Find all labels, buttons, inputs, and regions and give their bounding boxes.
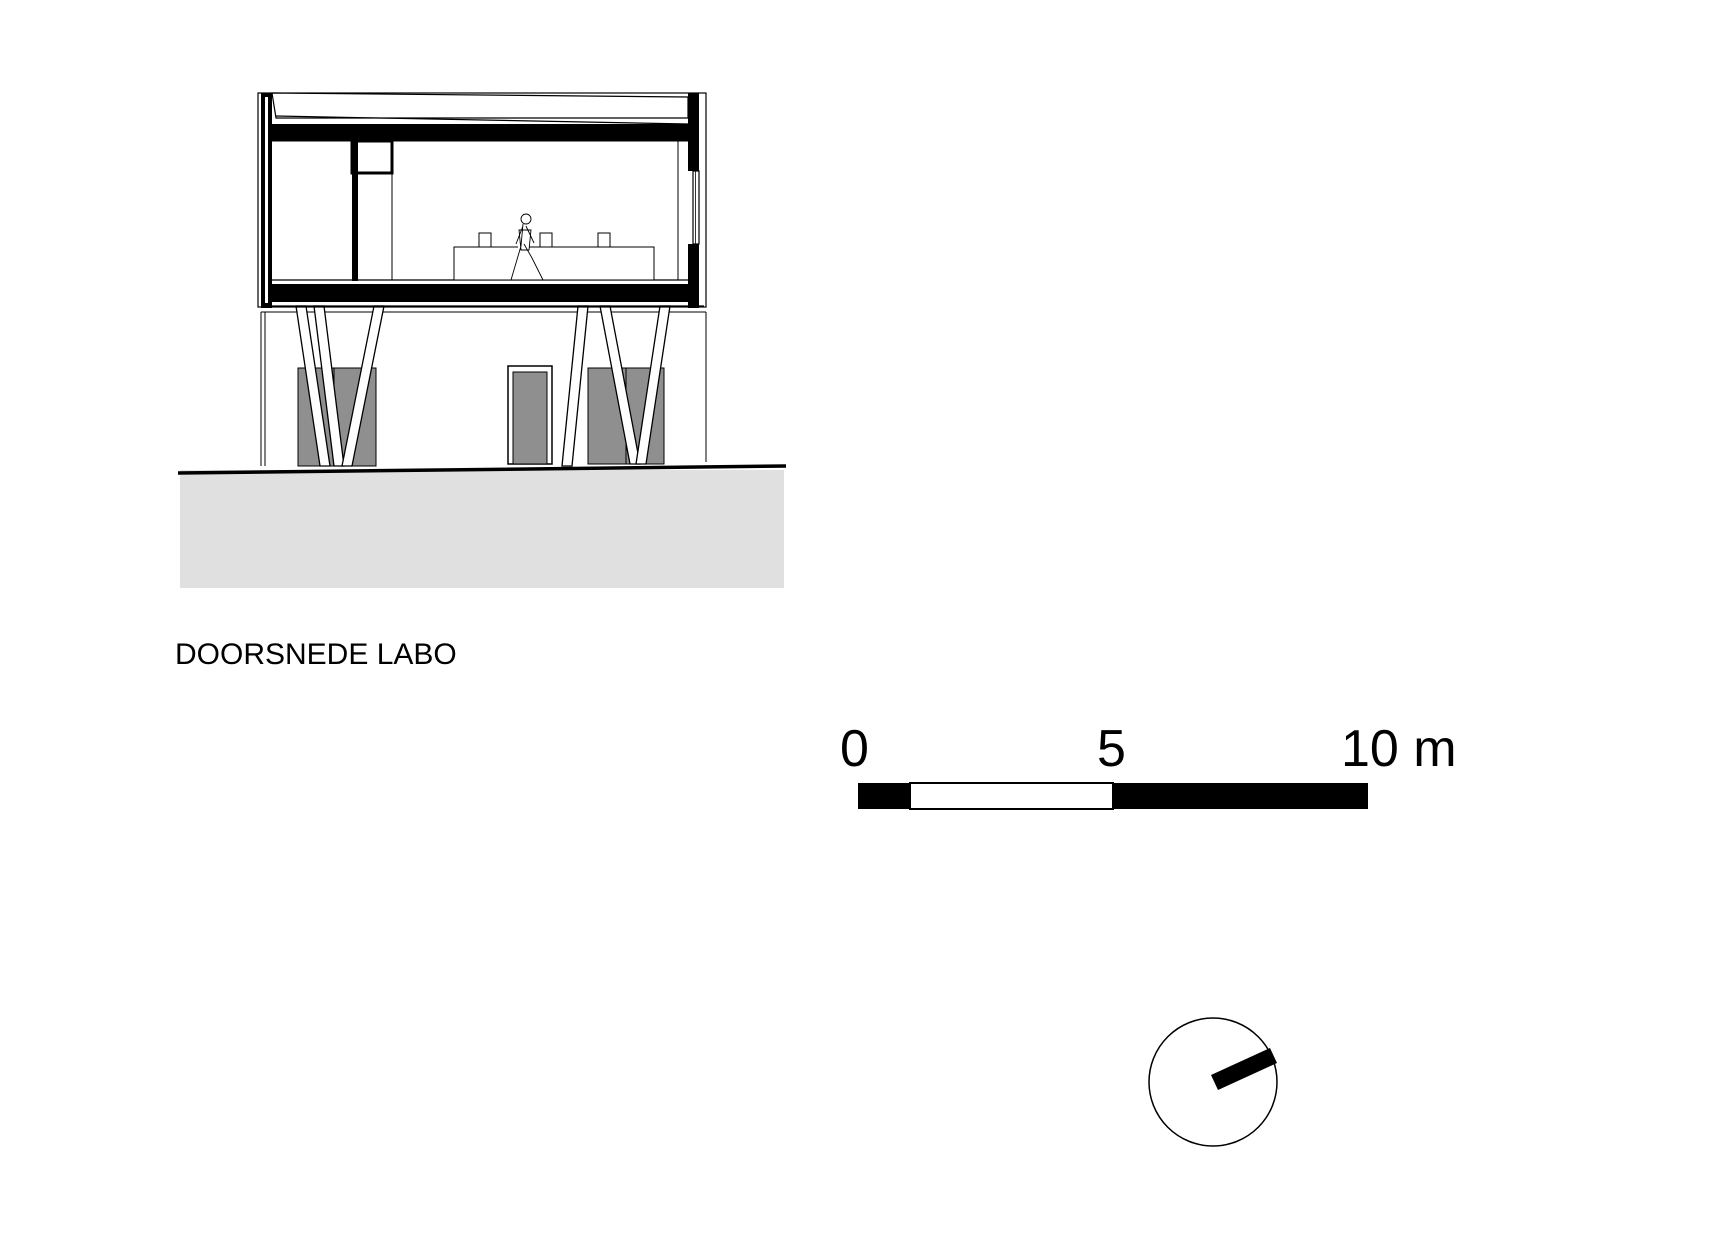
roof-parapet bbox=[271, 92, 689, 119]
roof-slope bbox=[275, 115, 689, 125]
floor-slab bbox=[272, 284, 688, 302]
scale-segment-black bbox=[858, 783, 910, 809]
bench-fixture bbox=[478, 232, 492, 248]
ground-line bbox=[177, 464, 787, 475]
scale-label-10m: 10 m bbox=[1341, 720, 1457, 778]
roof-slab bbox=[272, 124, 688, 141]
ground-floor-enclosure bbox=[260, 311, 707, 466]
v-columns bbox=[295, 305, 671, 467]
scale-label-0: 0 bbox=[840, 720, 869, 778]
scale-segment-black bbox=[1113, 783, 1368, 809]
north-arrow-icon bbox=[1148, 1017, 1278, 1147]
scale-bar: 0 5 10 m bbox=[840, 720, 1457, 810]
person-figure-icon bbox=[510, 213, 544, 281]
lab-window bbox=[692, 170, 700, 245]
interior-partition bbox=[352, 141, 358, 281]
lab-outer-outline bbox=[257, 92, 707, 308]
door-panel-inner bbox=[512, 371, 548, 465]
drawing-title: DOORSNEDE LABO bbox=[175, 638, 457, 671]
lab-bench bbox=[453, 246, 655, 281]
ground-fill bbox=[180, 470, 784, 588]
bench-fixture bbox=[539, 232, 553, 248]
lab-left-wall-gap bbox=[265, 97, 268, 303]
lab-volume bbox=[257, 92, 707, 308]
lab-right-wall-lower bbox=[688, 244, 699, 308]
scale-segment-white bbox=[909, 782, 1114, 810]
building-section: DOORSNEDE LABO bbox=[175, 92, 787, 671]
lab-right-wall bbox=[688, 93, 699, 171]
bench-fixture bbox=[597, 232, 611, 248]
column-leg bbox=[561, 305, 589, 467]
scale-label-5: 5 bbox=[1097, 720, 1126, 778]
